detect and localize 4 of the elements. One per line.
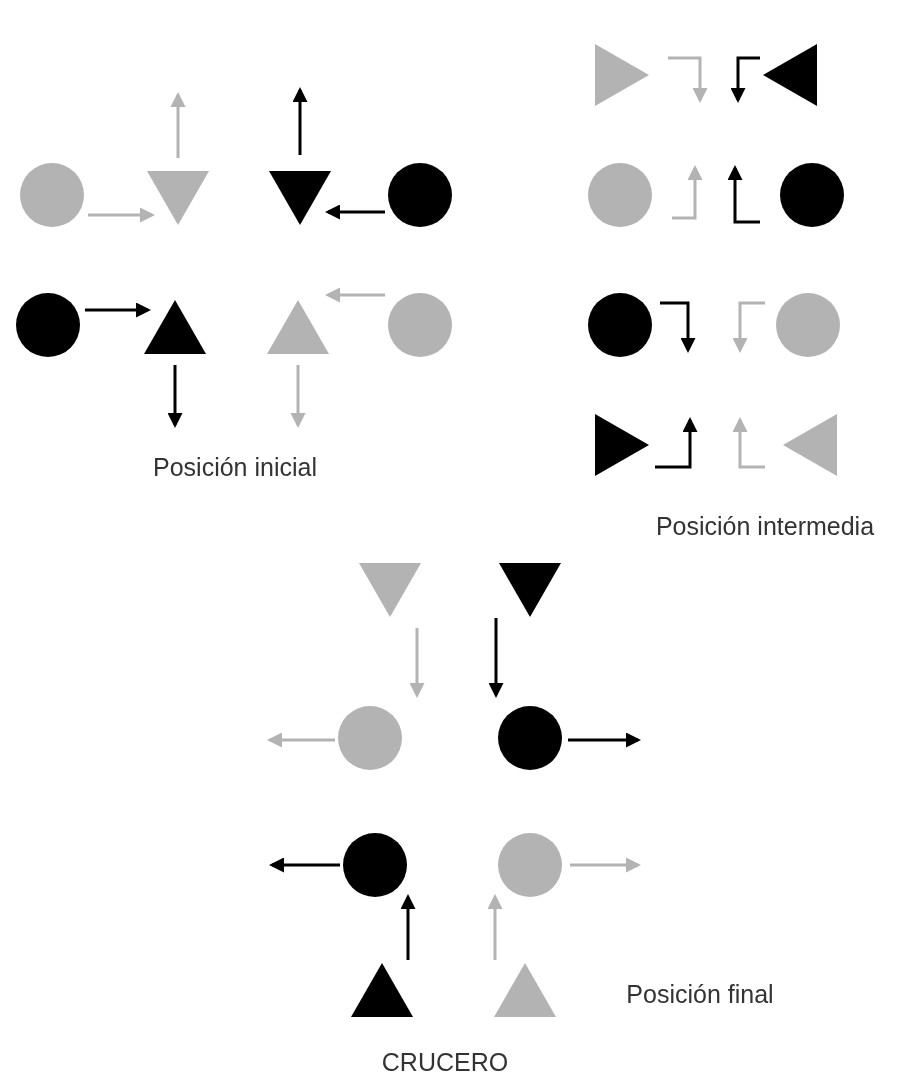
title-text: CRUCERO bbox=[381, 1048, 509, 1077]
caption-text: Posición intermedia bbox=[655, 512, 875, 541]
caption-text: Posición final bbox=[626, 980, 774, 1009]
caption-text: Posición inicial bbox=[153, 453, 317, 482]
